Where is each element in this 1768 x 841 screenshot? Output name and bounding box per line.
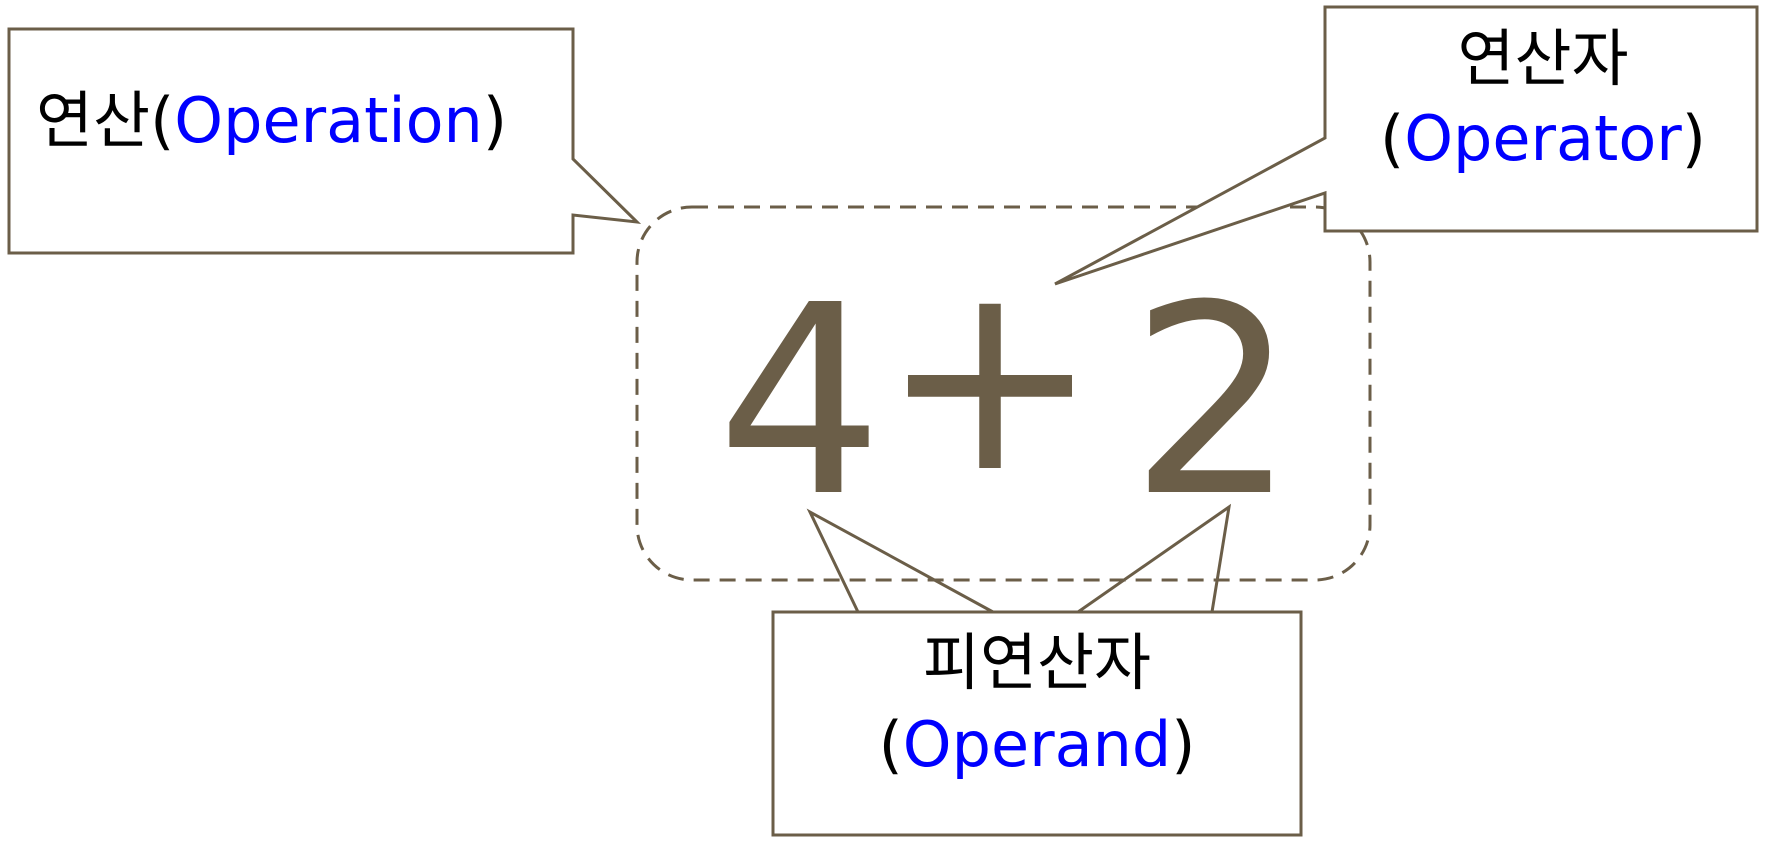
operation-close-paren: ) — [483, 84, 507, 157]
operation-korean: 연산 — [36, 84, 150, 157]
operator-english: Operator — [1404, 102, 1682, 175]
operand-label-line1: 피연산자 — [923, 626, 1151, 699]
operand-close-paren: ) — [1171, 708, 1195, 781]
operation-english: Operation — [174, 84, 483, 157]
expression-group-box — [635, 205, 1372, 582]
operator-label-line1: 연산자 — [1457, 22, 1628, 95]
operand-open-paren: ( — [879, 708, 903, 781]
operand-label-line2: (Operand) — [879, 708, 1196, 781]
operation-label: 연산(Operation) — [36, 84, 507, 157]
operator-callout-box — [1054, 5, 1759, 286]
operation-callout-box — [7, 27, 642, 255]
operator-open-paren: ( — [1380, 102, 1404, 175]
operator-close-paren: ) — [1682, 102, 1706, 175]
operand-pointer-left — [806, 508, 994, 614]
left-operand: 4 — [717, 249, 884, 554]
operator-symbol: + — [880, 225, 1100, 530]
operand-pointer-right — [1077, 503, 1232, 614]
right-operand: 2 — [1130, 249, 1297, 554]
operation-open-paren: ( — [150, 84, 174, 157]
operand-callout-box — [771, 610, 1303, 837]
operand-english: Operand — [903, 708, 1171, 781]
operator-label-line2: (Operator) — [1380, 102, 1706, 175]
